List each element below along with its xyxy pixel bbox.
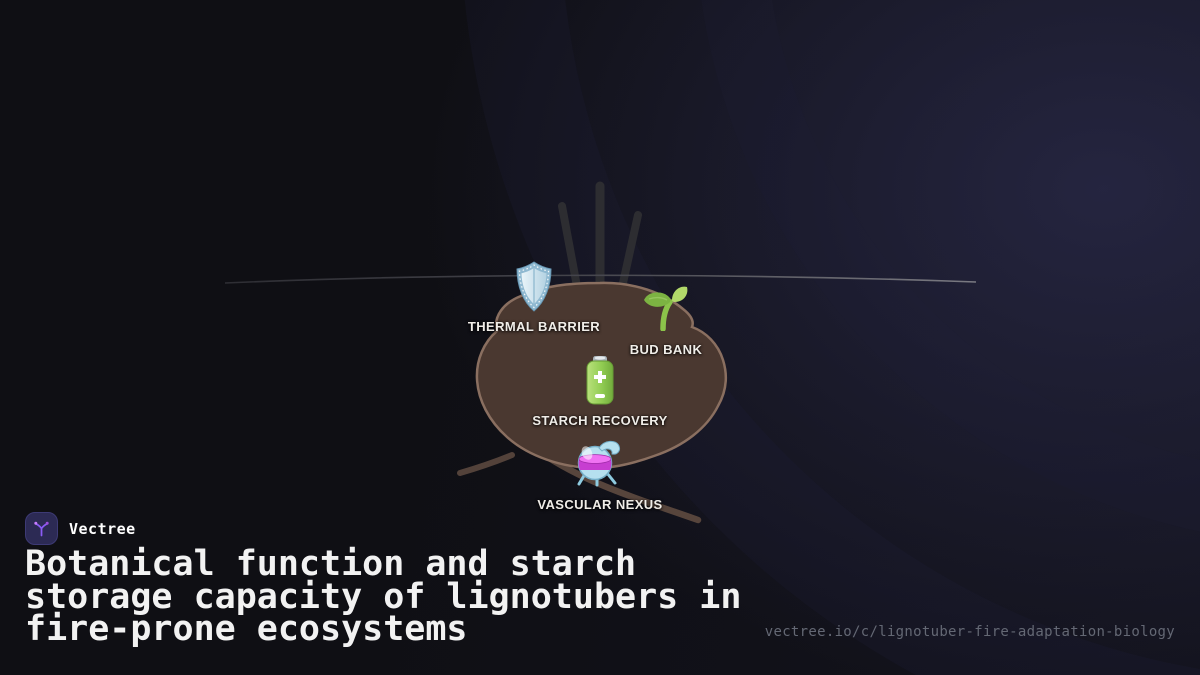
canonical-url: vectree.io/c/lignotuber-fire-adaptation-… bbox=[764, 624, 1175, 640]
burnt-stem bbox=[617, 211, 642, 296]
vectree-logo bbox=[25, 512, 58, 545]
page-title-line: Botanical function and starch bbox=[25, 544, 637, 584]
page-title-line: storage capacity of lignotubers in bbox=[25, 576, 742, 617]
burnt-stems bbox=[558, 181, 642, 297]
page-title: Botanical function and starch storage ca… bbox=[25, 544, 742, 649]
node-label-thermal-barrier: THERMAL BARRIER bbox=[467, 319, 601, 334]
vectree-logo-icon bbox=[34, 521, 49, 537]
shield-icon bbox=[516, 261, 552, 312]
alembic-icon bbox=[577, 440, 620, 487]
seedling-icon bbox=[644, 286, 688, 331]
ground-line bbox=[224, 274, 977, 284]
page-title-line: fire-prone ecosystems bbox=[25, 609, 468, 649]
battery-icon bbox=[586, 356, 614, 405]
node-label-vascular-nexus: VASCULAR NEXUS bbox=[537, 497, 663, 512]
root bbox=[457, 452, 515, 476]
burnt-stem bbox=[558, 202, 582, 296]
brand-name: Vectree bbox=[69, 519, 136, 538]
brand-row: Vectree bbox=[25, 512, 136, 545]
background-arc bbox=[701, 0, 1200, 532]
node-label-starch-recovery: STARCH RECOVERY bbox=[532, 413, 668, 428]
node-label-bud-bank: BUD BANK bbox=[629, 342, 703, 357]
